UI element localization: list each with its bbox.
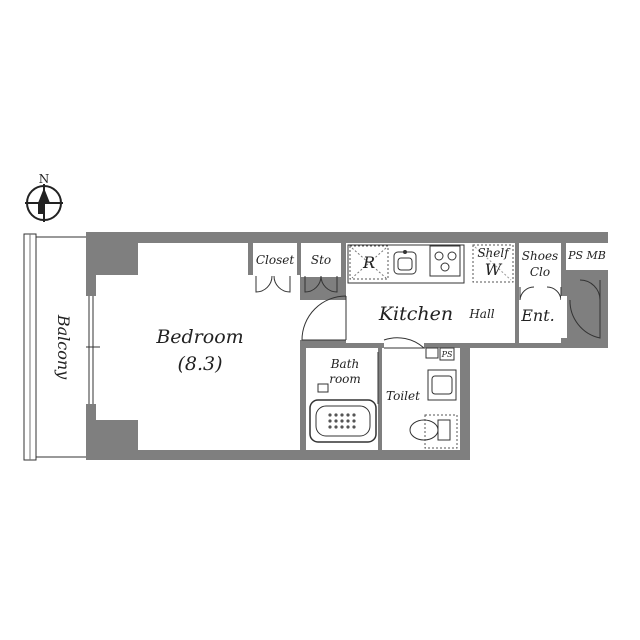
bedroom-size: (8.3) xyxy=(177,353,222,375)
stove-icon xyxy=(429,245,461,277)
washer-area xyxy=(472,244,514,283)
refrigerator-label: R xyxy=(362,253,375,272)
toilet-icon xyxy=(409,414,458,449)
shoes-closet-label: Clo xyxy=(530,265,550,279)
balcony-label: Balcony xyxy=(54,314,73,380)
kitchen-label: Kitchen xyxy=(378,303,453,325)
balcony xyxy=(23,233,86,461)
wash-basin-icon xyxy=(427,369,457,401)
kitchen-counter xyxy=(347,244,465,284)
entrance-doors xyxy=(519,279,601,339)
bedroom-door xyxy=(300,295,347,341)
bedroom-label: Bedroom xyxy=(155,326,243,348)
bathtub-icon xyxy=(309,383,377,443)
bath-room-label: room xyxy=(329,372,361,386)
compass-icon xyxy=(25,184,63,222)
washer-label: W xyxy=(485,260,503,279)
closet-doors xyxy=(255,275,338,293)
storage-label: Sto xyxy=(311,253,331,267)
sink-icon xyxy=(393,250,417,275)
hall-label: Hall xyxy=(468,307,494,321)
wet-area-doors xyxy=(377,337,426,404)
entrance-label: Ent. xyxy=(520,306,555,325)
room-interiors xyxy=(96,243,608,450)
compass-north-label: N xyxy=(39,172,50,186)
bath-label: Bath xyxy=(330,357,360,371)
shelf-label: Shelf xyxy=(477,246,511,260)
shoes-label: Shoes xyxy=(522,249,558,263)
ps-shaft xyxy=(425,347,455,361)
ps-mb-label: PS MB xyxy=(567,249,606,262)
closet-label: Closet xyxy=(256,253,295,267)
ps-label: PS xyxy=(441,350,453,359)
toilet-label: Toilet xyxy=(386,389,420,403)
bedroom-window xyxy=(86,296,100,404)
